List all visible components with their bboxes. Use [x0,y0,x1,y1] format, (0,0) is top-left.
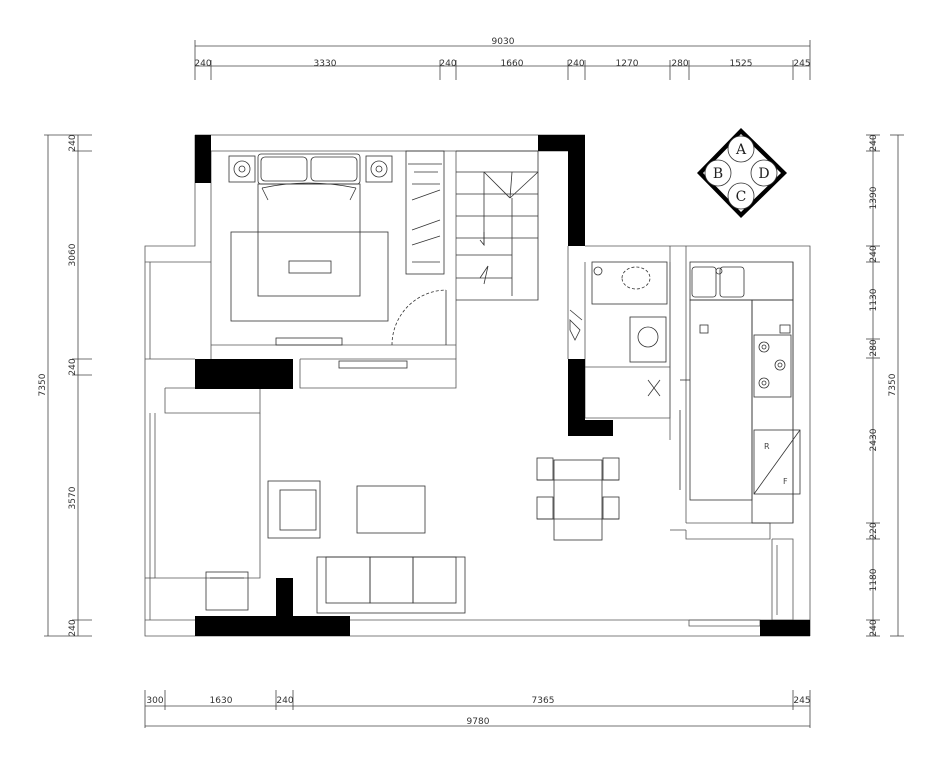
kitchen: R F [679,261,801,524]
right-seg-4: 280 [869,339,879,356]
right-seg-2: 240 [869,245,879,262]
column-top-left [195,135,211,183]
bottom-seg-2: 240 [276,696,293,706]
bottom-seg-3: 7365 [532,696,555,706]
left-seg-4: 240 [68,619,78,636]
column-mid-left [195,359,293,389]
dining-chair [602,457,620,481]
bedside-table-left [228,155,256,183]
right-seg-1: 1390 [869,186,879,209]
fridge [753,429,801,495]
compass-label-d: D [758,166,769,182]
bottom-seg-1: 1630 [210,696,233,706]
dining-chair [602,496,620,520]
side-cabinet [205,571,249,611]
cabinet-shelf [338,360,408,369]
bedroom-tv-cabinet [275,337,343,346]
left-dimension-chain: 7350 240 3060 240 3570 240 [38,134,92,637]
bedroom-rug [230,231,389,322]
bed-tray [288,260,332,274]
top-seg-2: 240 [439,59,456,69]
basin [637,326,659,348]
coffee-table [356,485,426,534]
top-seg-5: 1270 [616,59,639,69]
left-seg-1: 3060 [68,243,78,266]
top-seg-4: 240 [567,59,584,69]
dining-chair [536,496,554,520]
sofa [316,556,466,614]
bathroom-counter [591,261,668,305]
wall-outlines [144,134,811,637]
bed-headboard [257,153,361,185]
left-seg-0: 240 [68,134,78,151]
column-mid-right-b [585,420,613,436]
top-total-label: 9030 [492,37,515,47]
right-total-label: 7350 [888,373,898,396]
column-mid-right [568,359,585,436]
bottom-seg-0: 300 [146,696,163,706]
fridge-label-f: F [783,477,788,486]
column-bottom-left [195,616,350,636]
left-seg-3: 3570 [68,486,78,509]
column-bottom-right [760,620,810,636]
basin-cabinet [629,316,667,363]
left-total-label: 7350 [38,373,48,396]
right-seg-0: 240 [869,134,879,151]
right-seg-5: 2430 [869,428,879,451]
right-dimension-chain: 240 1390 240 1130 280 2430 220 1180 240 … [866,134,904,637]
sink-left [691,266,717,298]
staircase [456,150,539,301]
top-seg-7: 1525 [730,59,753,69]
kitchen-counter-top [689,261,794,301]
fridge-label-r: R [764,442,770,451]
living-room [205,480,466,614]
compass-label-c: C [736,189,747,205]
top-seg-8: 245 [793,59,810,69]
bedroom-door-swing [391,289,447,346]
right-seg-7: 1180 [869,568,879,591]
sink-right [719,266,745,298]
bottom-seg-4: 245 [793,696,810,706]
dining-chair [536,457,554,481]
bed [257,183,361,297]
dining-table [553,459,603,541]
compass: A B D C [697,128,787,218]
compass-label-b: B [713,166,723,182]
top-seg-1: 3330 [314,59,337,69]
left-seg-2: 240 [68,358,78,375]
bedroom [228,150,447,369]
toilet [621,266,651,290]
column-bottom-pillar [276,578,293,620]
right-seg-3: 1130 [869,288,879,311]
bedside-table-right [365,155,393,183]
top-seg-6: 280 [671,59,688,69]
right-seg-8: 240 [869,619,879,636]
kitchen-counter-right [751,299,794,524]
top-seg-0: 240 [194,59,211,69]
compass-label-a: A [735,142,747,158]
top-seg-3: 1660 [501,59,524,69]
wardrobe [405,150,445,275]
right-seg-6: 220 [869,522,879,539]
structural-columns [195,135,810,636]
bottom-total-label: 9780 [467,717,490,727]
bottom-dimension-chain: 300 1630 240 7365 245 9780 [144,690,811,728]
bathroom [569,261,668,397]
dining-area [536,457,620,541]
column-top-stair-b [568,135,585,246]
armchair [267,480,321,539]
cooktop [753,334,792,398]
top-dimension-chain: 9030 240 3330 240 1660 240 1270 280 1525… [194,37,811,80]
